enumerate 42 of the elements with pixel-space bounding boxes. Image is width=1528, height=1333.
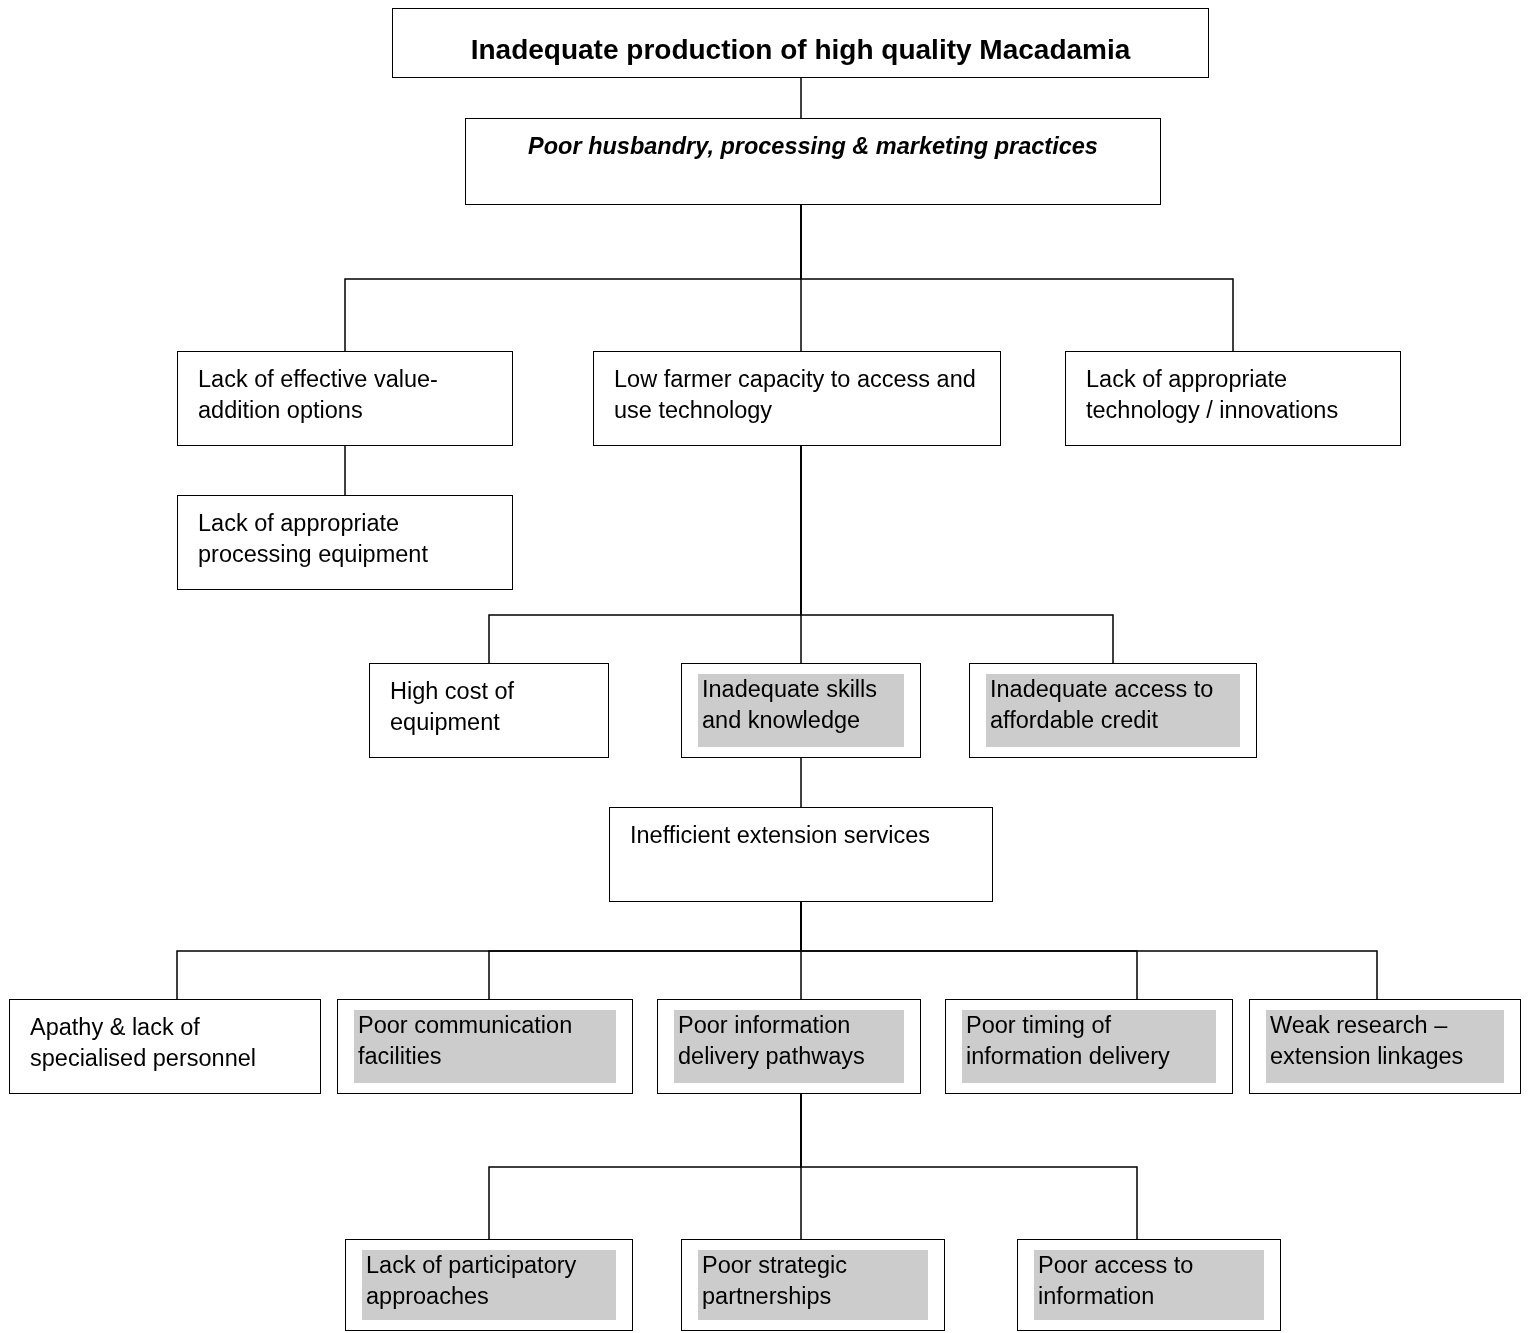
cause-box xyxy=(609,807,993,902)
highlighted-text: Inadequate access to affordable credit xyxy=(986,674,1240,747)
connector-line xyxy=(344,445,346,496)
cause-box xyxy=(337,999,633,1094)
box-text: High cost of equipment xyxy=(389,677,516,737)
box-text: Lack of appropriate technology / innovations xyxy=(1085,365,1340,425)
box-text: Low farmer capacity to access and use technology xyxy=(613,365,977,425)
box-text: Inefficient extension services xyxy=(629,821,931,850)
box-text: Poor husbandry, processing & marketing practices xyxy=(527,132,1099,161)
connector-line xyxy=(800,77,802,119)
box-text: Lack of effective value-addition options xyxy=(197,365,439,425)
highlighted-text: Lack of participatory approaches xyxy=(362,1250,616,1320)
box-text: Lack of appropriate processing equipment xyxy=(197,509,429,569)
cause-box xyxy=(345,1239,633,1331)
highlighted-text: Poor timing of information delivery xyxy=(962,1010,1216,1083)
cause-box xyxy=(657,999,921,1094)
cause-box xyxy=(681,663,921,758)
highlighted-text: Poor access to information xyxy=(1034,1250,1264,1320)
highlighted-text: Poor information delivery pathways xyxy=(674,1010,904,1083)
cause-box xyxy=(465,118,1161,205)
cause-box xyxy=(369,663,609,758)
cause-box xyxy=(177,351,513,446)
cause-box xyxy=(9,999,321,1094)
highlighted-text: Poor strategic partnerships xyxy=(698,1250,928,1320)
highlighted-text: Inadequate skills and knowledge xyxy=(698,674,904,747)
highlighted-text: Weak research – extension linkages xyxy=(1266,1010,1504,1083)
cause-box xyxy=(392,8,1209,78)
cause-box xyxy=(969,663,1257,758)
cause-box xyxy=(1017,1239,1281,1331)
connector-line xyxy=(800,204,1234,352)
connector-line xyxy=(800,1093,1138,1240)
cause-box xyxy=(681,1239,945,1331)
connector-line xyxy=(800,445,1114,664)
cause-box xyxy=(1065,351,1401,446)
cause-box xyxy=(593,351,1001,446)
cause-box xyxy=(177,495,513,590)
connector-line xyxy=(800,757,802,808)
box-text: Apathy & lack of specialised personnel xyxy=(29,1013,257,1073)
cause-box xyxy=(1249,999,1521,1094)
cause-box xyxy=(945,999,1233,1094)
highlighted-text: Poor communication facilities xyxy=(354,1010,616,1083)
box-text: Inadequate production of high quality Macadamia xyxy=(469,32,1132,65)
